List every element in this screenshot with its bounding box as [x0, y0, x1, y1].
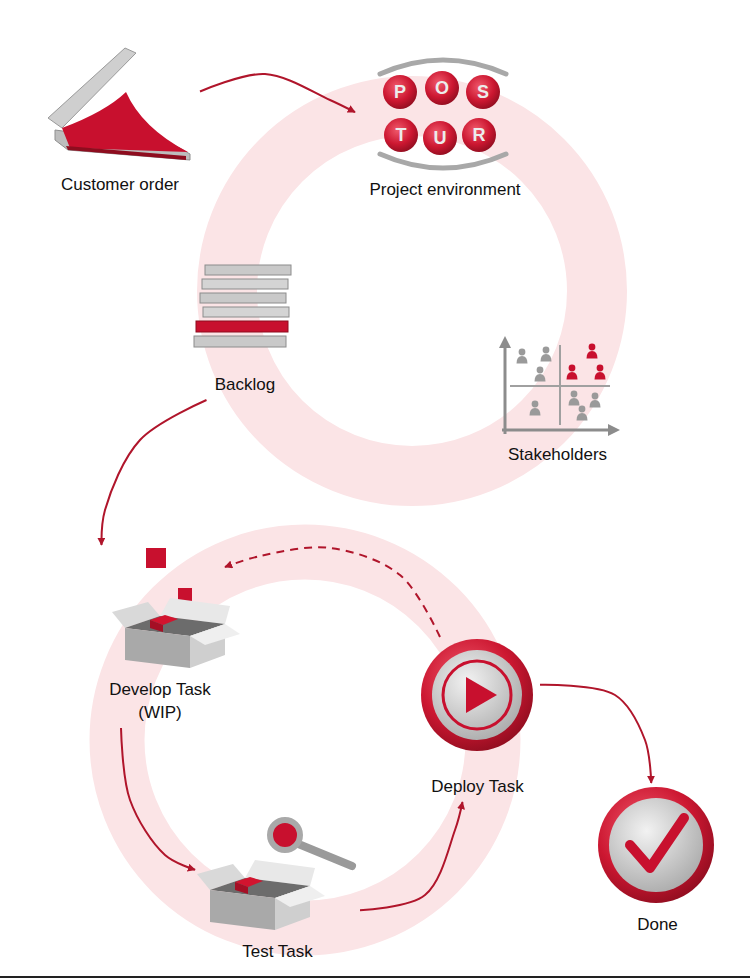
- flow-arrow: [101, 400, 206, 545]
- postur-letter: U: [434, 129, 447, 147]
- deploy-play-icon: [432, 650, 522, 740]
- stakeholder-matrix-icon: [517, 349, 528, 364]
- test-box-icon: [197, 820, 352, 930]
- postur-icon: [383, 75, 417, 109]
- backlog-stack-icon: [194, 265, 291, 347]
- flow-arrow: [540, 685, 651, 783]
- test-box-icon: [270, 820, 300, 850]
- step-caption: Deploy Task: [431, 775, 523, 798]
- stakeholder-matrix-icon: [535, 367, 546, 382]
- stakeholder-matrix-icon: [567, 365, 578, 380]
- step-caption: Done: [637, 913, 678, 936]
- workflow-step: Customer order: [40, 45, 200, 200]
- flow-arrow: [121, 728, 195, 870]
- backlog-stack-icon: [194, 336, 286, 347]
- stakeholder-matrix-icon: [510, 385, 610, 387]
- test-box-icon: [197, 860, 325, 930]
- step-caption: Customer order: [61, 173, 179, 196]
- flow-arrow: [200, 74, 355, 112]
- flow-arrow: [360, 802, 463, 910]
- step-caption: Project environment: [369, 178, 520, 201]
- workflow-step: Backlog: [190, 258, 300, 400]
- stakeholder-matrix-icon: [577, 406, 588, 421]
- postur-letter: O: [435, 79, 449, 97]
- done-check-icon: [630, 818, 684, 868]
- order-folder-icon: [66, 146, 186, 160]
- backlog-stack-icon: [196, 321, 288, 332]
- workflow-step: Stakeholders: [495, 335, 620, 470]
- bottom-rule: [0, 976, 750, 978]
- postur-letter: R: [473, 126, 486, 144]
- stakeholder-matrix-icon: [569, 391, 580, 406]
- postur-icon: [423, 121, 457, 155]
- deploy-play-icon: [443, 661, 511, 729]
- deploy-play-icon: [421, 639, 533, 751]
- postur-icon: [384, 118, 418, 152]
- upper-ring: [227, 106, 597, 476]
- stakeholder-matrix-icon: [587, 344, 598, 359]
- done-check-icon: [609, 798, 703, 892]
- stakeholder-matrix-icon: [499, 336, 620, 436]
- stakeholder-matrix-icon: [608, 424, 620, 436]
- stakeholder-matrix-icon: [502, 429, 610, 432]
- step-caption: Test Task: [242, 940, 313, 963]
- step-caption: Stakeholders: [508, 443, 607, 466]
- stakeholder-matrix-icon: [590, 393, 601, 408]
- done-check-icon: [598, 787, 714, 903]
- stakeholder-matrix-icon: [504, 346, 507, 434]
- postur-icon: [380, 60, 506, 168]
- workflow-step: Test Task: [195, 805, 360, 967]
- postur-letter: S: [477, 83, 489, 101]
- step-caption: Backlog: [215, 373, 275, 396]
- workflow-step: Develop Task (WIP): [95, 545, 225, 728]
- deploy-play-icon: [421, 639, 533, 751]
- step-caption: Develop Task (WIP): [101, 678, 219, 724]
- postur-icon: [425, 71, 459, 105]
- backlog-stack-icon: [203, 307, 289, 317]
- stakeholder-matrix-icon: [595, 365, 606, 380]
- backlog-stack-icon: [205, 265, 291, 275]
- test-box-icon: [296, 843, 352, 866]
- backlog-stack-icon: [202, 279, 288, 289]
- postur-icon: [380, 154, 506, 168]
- workflow-step: Done: [595, 783, 720, 940]
- stakeholder-matrix-icon: [499, 336, 511, 348]
- stakeholder-matrix-icon: [567, 344, 606, 380]
- bottom-rule: [0, 977, 750, 978]
- develop-box-icon: [112, 598, 240, 668]
- postur-icon: [466, 75, 500, 109]
- postur-icon: [462, 118, 496, 152]
- order-folder-icon: [48, 48, 190, 160]
- flow-arrow: [225, 547, 440, 637]
- backlog-stack-icon: [200, 293, 286, 303]
- develop-box-icon: [112, 548, 240, 668]
- done-check-icon: [598, 787, 714, 903]
- deploy-play-icon: [466, 677, 497, 713]
- stakeholder-matrix-icon: [541, 347, 552, 362]
- order-folder-icon: [62, 92, 188, 152]
- stakeholder-matrix-icon: [530, 401, 541, 416]
- upper-ring: [227, 106, 597, 476]
- workflow-step: Deploy Task: [415, 637, 540, 802]
- postur-letter: P: [394, 83, 406, 101]
- postur-letter: T: [396, 126, 407, 144]
- develop-box-icon: [146, 548, 166, 568]
